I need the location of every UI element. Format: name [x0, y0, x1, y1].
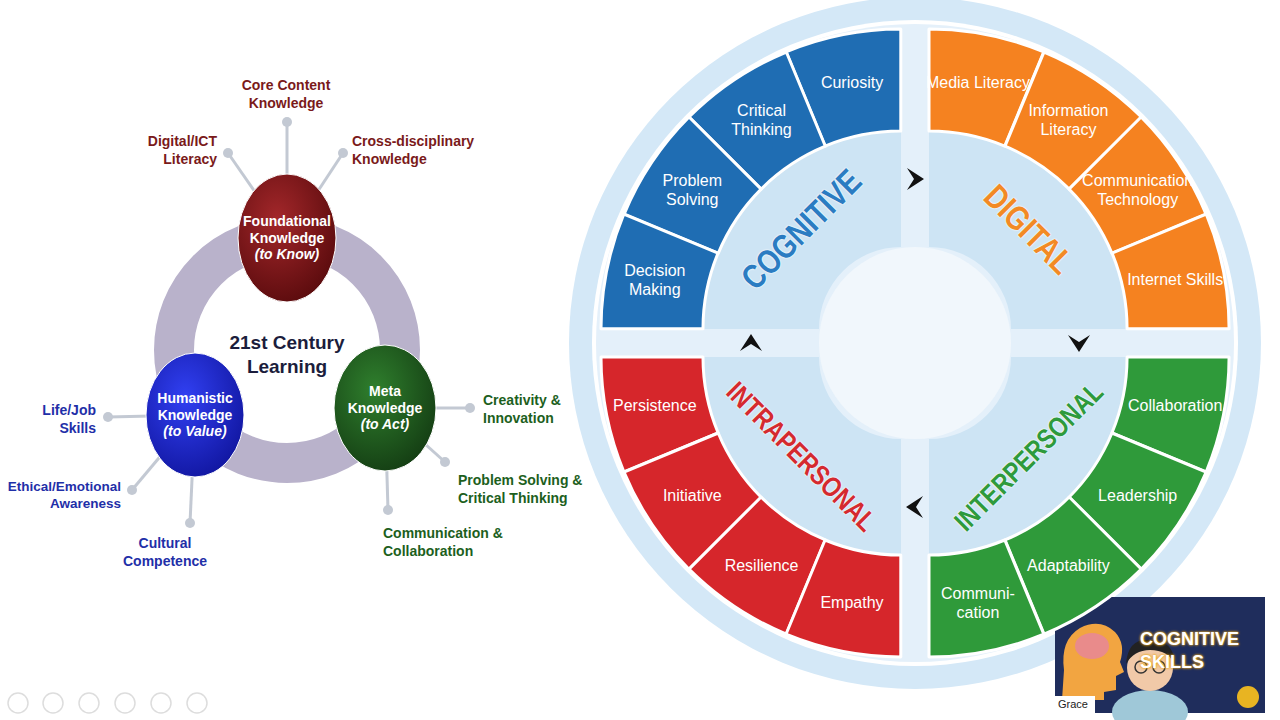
segment-label: Problem Solving: [636, 170, 748, 208]
spoke-dot: [185, 518, 195, 528]
flow-arrow: [901, 496, 929, 518]
skill-label: Communication & Collaboration: [383, 525, 515, 560]
ring-title: 21st Century Learning: [217, 332, 357, 380]
connector-line: [901, 179, 929, 180]
spoke-dot: [127, 485, 137, 495]
circle-subtitle: (to Value): [148, 423, 242, 440]
arrow-head: [740, 334, 762, 351]
control-icon: [187, 693, 207, 713]
segment-label: Communi- cation: [922, 584, 1034, 622]
arrow-head: [906, 496, 923, 518]
skill-label: Life/Job Skills: [24, 402, 96, 437]
segment-label: Decision Making: [599, 261, 711, 299]
arrow-head: [907, 168, 924, 190]
segment-label: Communication Technology: [1082, 170, 1194, 208]
skill-segment: Empathy: [786, 540, 901, 657]
skill-segment: Communi- cation: [929, 540, 1044, 657]
connector-line: [751, 329, 752, 357]
arrow-head: [1068, 335, 1090, 352]
skill-label: Ethical/Emotional Awareness: [0, 479, 121, 513]
text-stack: Meta Knowledge(to Act): [333, 344, 437, 472]
skill-segment: Decision Making: [601, 214, 718, 329]
skill-label: Digital/ICT Literacy: [125, 133, 217, 168]
skill-label: Problem Solving & Critical Thinking: [458, 472, 600, 507]
spoke-dot: [223, 148, 233, 158]
skill-label: Cross-disciplinary Knowledge: [352, 133, 490, 168]
wheel-disc: [596, 24, 1234, 662]
skill-label: Core Content Knowledge: [226, 77, 346, 112]
spoke-dot: [440, 457, 450, 467]
control-icon: [8, 693, 28, 713]
flow-arrow: [901, 168, 929, 190]
connector-line: [1079, 329, 1080, 357]
knowledge-circle: Meta Knowledge(to Act): [333, 344, 437, 472]
segment-label: Leadership: [1082, 487, 1194, 506]
circle-subtitle: (to Act): [336, 416, 434, 433]
wheel-divider-ring: [592, 20, 1238, 666]
segment-label: Critical Thinking: [706, 101, 818, 139]
connector-line: [901, 507, 929, 508]
segment-label: Collaboration: [1119, 396, 1231, 415]
spoke-dot: [282, 117, 292, 127]
skill-quadrant: INTERPERSONALCollaborationLeadershipAdap…: [929, 357, 1229, 657]
skill-quadrant: DIGITALMedia LiteracyInformation Literac…: [929, 29, 1229, 329]
control-icon: [115, 693, 135, 713]
segment-label: Information Literacy: [1012, 101, 1124, 139]
segment-label: Internet Skills: [1119, 270, 1231, 289]
knowledge-circle: Foundational Knowledge(to Know): [237, 173, 337, 303]
segment-label: Resilience: [706, 556, 818, 575]
circle-shape: [334, 345, 436, 471]
circle-title: Humanistic Knowledge: [148, 390, 242, 424]
name-tag: [1055, 696, 1095, 713]
skill-quadrant: INTRAPERSONALPersistenceInitiativeResili…: [601, 357, 901, 657]
segment-label: Curiosity: [796, 73, 908, 92]
circle-title: Foundational Knowledge: [240, 213, 334, 247]
video-title: COGNITIVE SKILLS: [1140, 628, 1260, 673]
flow-arrow: [1068, 329, 1090, 357]
wheel-center: [819, 247, 1011, 439]
text-stack: Foundational Knowledge(to Know): [237, 173, 337, 303]
skill-label: Cultural Competence: [115, 535, 215, 570]
person-body: [1112, 690, 1188, 720]
flow-arrow: [740, 329, 762, 357]
skill-label: Creativity & Innovation: [483, 392, 579, 427]
segment-label: Initiative: [636, 487, 748, 506]
spoke-dot: [383, 505, 393, 515]
circle-shape: [146, 353, 244, 477]
spoke-dots: [103, 117, 475, 528]
circle-title: Meta Knowledge: [336, 383, 434, 417]
presenter-name: Grace: [1058, 698, 1094, 712]
knowledge-circle: Humanistic Knowledge(to Value): [145, 352, 245, 478]
spoke-dot: [338, 148, 348, 158]
text-stack: Humanistic Knowledge(to Value): [145, 352, 245, 478]
control-icon: [151, 693, 171, 713]
spoke-dot: [103, 412, 113, 422]
segment-label: Persistence: [599, 396, 711, 415]
segment-label: Empathy: [796, 594, 908, 613]
skill-segment: Internet Skills: [1112, 214, 1229, 329]
player-controls: [8, 693, 207, 713]
segment-label: Adaptability: [1012, 556, 1124, 575]
spoke-dot: [465, 403, 475, 413]
head-icon: [1062, 624, 1124, 700]
badge-icon: [1237, 686, 1259, 708]
brain-icon: [1075, 633, 1109, 659]
circle-shape: [238, 174, 336, 302]
wheel-outer-ring: [569, 0, 1261, 689]
control-icon: [43, 693, 63, 713]
spoke-lines: [108, 122, 470, 523]
circle-subtitle: (to Know): [240, 246, 334, 263]
control-icon: [79, 693, 99, 713]
skill-quadrant: COGNITIVECuriosityCritical ThinkingProbl…: [601, 29, 901, 329]
segment-label: Media Literacy: [922, 73, 1034, 92]
